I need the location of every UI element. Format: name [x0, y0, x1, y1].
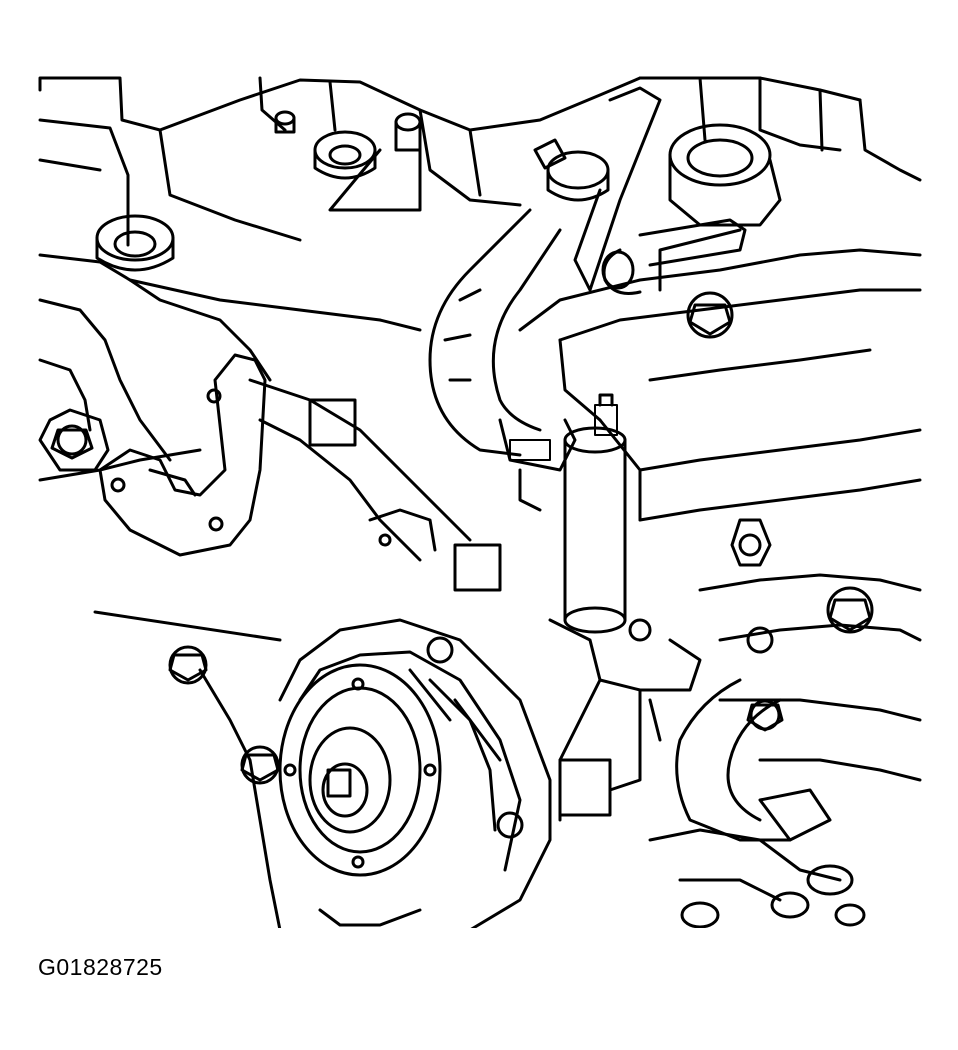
alternator [278, 618, 552, 932]
upper-caps [95, 110, 422, 272]
valve-cover [518, 228, 922, 522]
left-manifold [38, 253, 422, 482]
lower-left-bracket [98, 353, 267, 557]
thermostat-housing [601, 123, 782, 295]
center-arm [248, 378, 502, 592]
hose-clamp [533, 86, 662, 292]
right-exhaust [675, 518, 922, 842]
vertical-tube [563, 393, 627, 634]
lower-right-pipes [638, 638, 866, 929]
alternator-mount [93, 610, 652, 932]
bolt-upper-right [686, 291, 734, 339]
coolant-hose [428, 208, 577, 512]
upper-manifold [38, 76, 922, 247]
figure-id-label: G01828725 [38, 954, 163, 980]
